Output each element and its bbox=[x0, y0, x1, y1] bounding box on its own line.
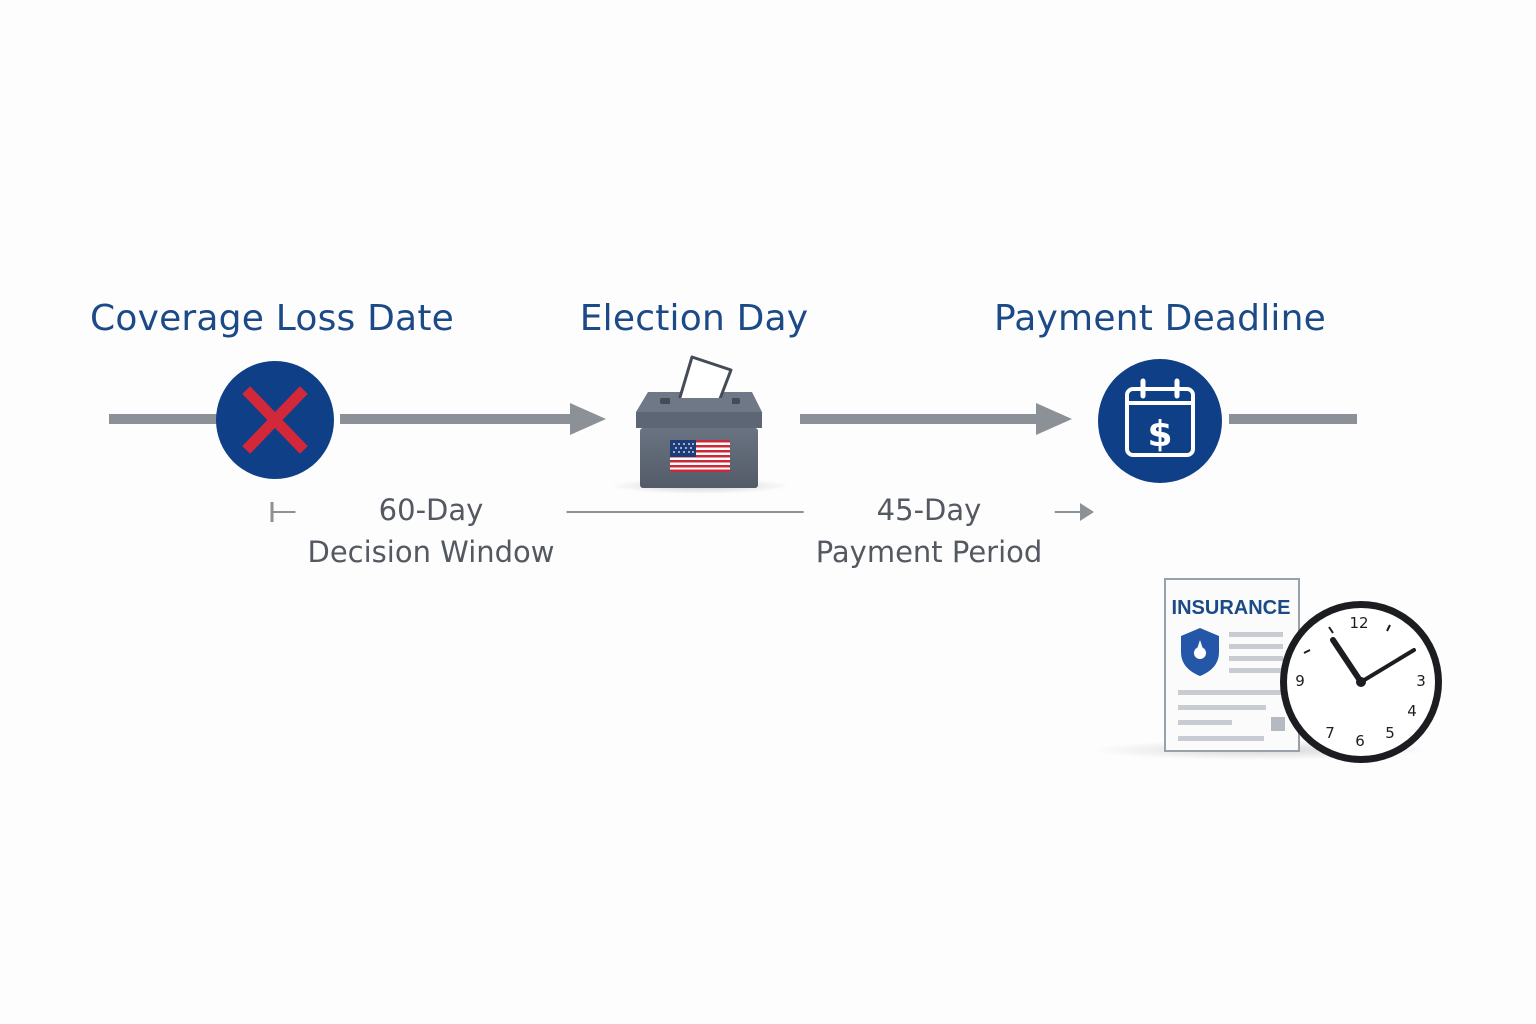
clock-numeral-4: 4 bbox=[1407, 702, 1417, 720]
timeline-arrowhead-2 bbox=[1036, 403, 1072, 435]
milestone-title-payment-deadline: Payment Deadline bbox=[994, 298, 1326, 339]
clock-numeral-7: 7 bbox=[1325, 724, 1335, 742]
timeline-segment-end bbox=[1229, 414, 1357, 424]
timeline-segment-2 bbox=[800, 414, 1038, 424]
us-flag-icon bbox=[670, 440, 730, 472]
timeline-segment-1 bbox=[340, 414, 572, 424]
period-duration: 60-Day bbox=[378, 493, 484, 527]
clock-numeral-5: 5 bbox=[1385, 724, 1395, 742]
milestone-title-election-day: Election Day bbox=[579, 298, 809, 339]
clock-numeral-12: 12 bbox=[1349, 614, 1368, 632]
clock-minute-hand bbox=[1359, 648, 1416, 684]
svg-text:$: $ bbox=[1147, 414, 1172, 455]
calendar-dollar-icon: $ bbox=[1098, 359, 1222, 483]
period-name: Payment Period bbox=[815, 531, 1043, 573]
clock-numeral-3: 3 bbox=[1416, 672, 1426, 690]
timeline-arrowhead-1 bbox=[570, 403, 606, 435]
milestone-title-coverage-loss: Coverage Loss Date bbox=[90, 298, 454, 339]
timeline-line bbox=[109, 403, 1357, 435]
period-duration: 45-Day bbox=[876, 493, 982, 527]
clock-hour-hand bbox=[1330, 637, 1364, 685]
period-label-payment-period: 45-Day Payment Period bbox=[803, 489, 1055, 573]
clock-icon: 12 3 4 5 6 7 9 bbox=[1280, 601, 1442, 763]
shield-icon bbox=[1181, 628, 1219, 676]
x-mark-icon bbox=[216, 361, 334, 479]
period-label-decision-window: 60-Day Decision Window bbox=[295, 489, 567, 573]
clock-numeral-9: 9 bbox=[1295, 672, 1305, 690]
period-name: Decision Window bbox=[307, 531, 555, 573]
clock-numeral-6: 6 bbox=[1355, 732, 1365, 750]
ballot-box-icon bbox=[610, 355, 790, 494]
timeline-segment-start bbox=[109, 414, 217, 424]
document-title: INSURANCE bbox=[1172, 597, 1291, 619]
